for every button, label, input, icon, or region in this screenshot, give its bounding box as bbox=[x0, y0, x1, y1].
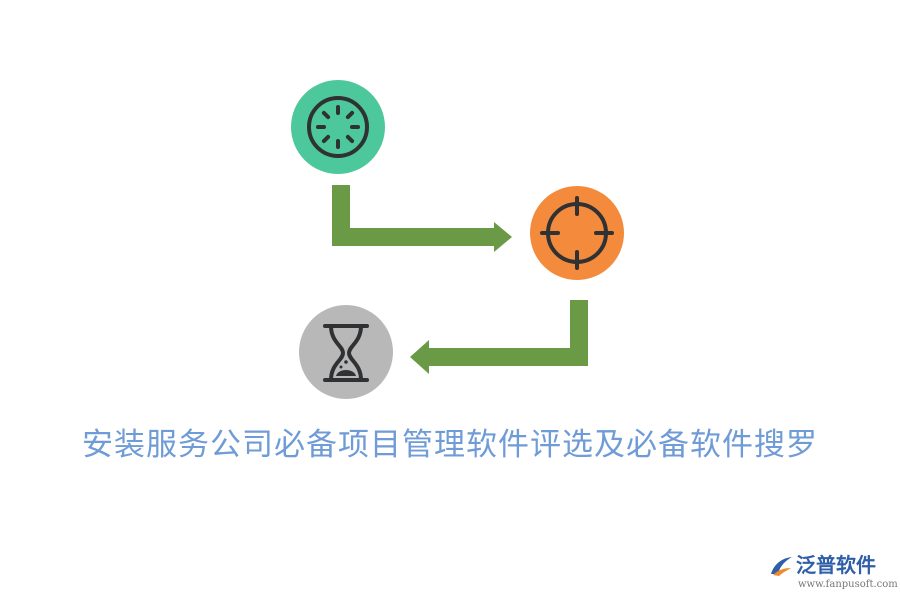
timer-circle bbox=[291, 80, 385, 174]
diagram-title: 安装服务公司必备项目管理软件评选及必备软件搜罗 bbox=[82, 427, 818, 463]
arrow-head-1 bbox=[494, 222, 512, 252]
logo-url: www.fanpusoft.com bbox=[798, 579, 898, 590]
logo-name: 泛普软件 bbox=[796, 553, 876, 577]
crosshair-icon bbox=[540, 196, 614, 270]
arrow-path-1 bbox=[332, 185, 496, 246]
arrow-to-target bbox=[332, 185, 512, 252]
target-node bbox=[530, 186, 624, 280]
hourglass-circle bbox=[299, 305, 393, 399]
timer-node bbox=[291, 80, 385, 174]
arrow-path-2 bbox=[427, 300, 588, 366]
arrow-head-2 bbox=[410, 340, 429, 374]
brand-logo: 泛普软件 www.fanpusoft.com bbox=[766, 548, 898, 596]
logo-mark-icon bbox=[771, 557, 792, 576]
arrow-to-hourglass bbox=[410, 300, 588, 374]
target-circle bbox=[530, 186, 624, 280]
hourglass-icon bbox=[323, 324, 369, 382]
timer-icon bbox=[307, 96, 369, 158]
hourglass-node bbox=[299, 305, 393, 399]
